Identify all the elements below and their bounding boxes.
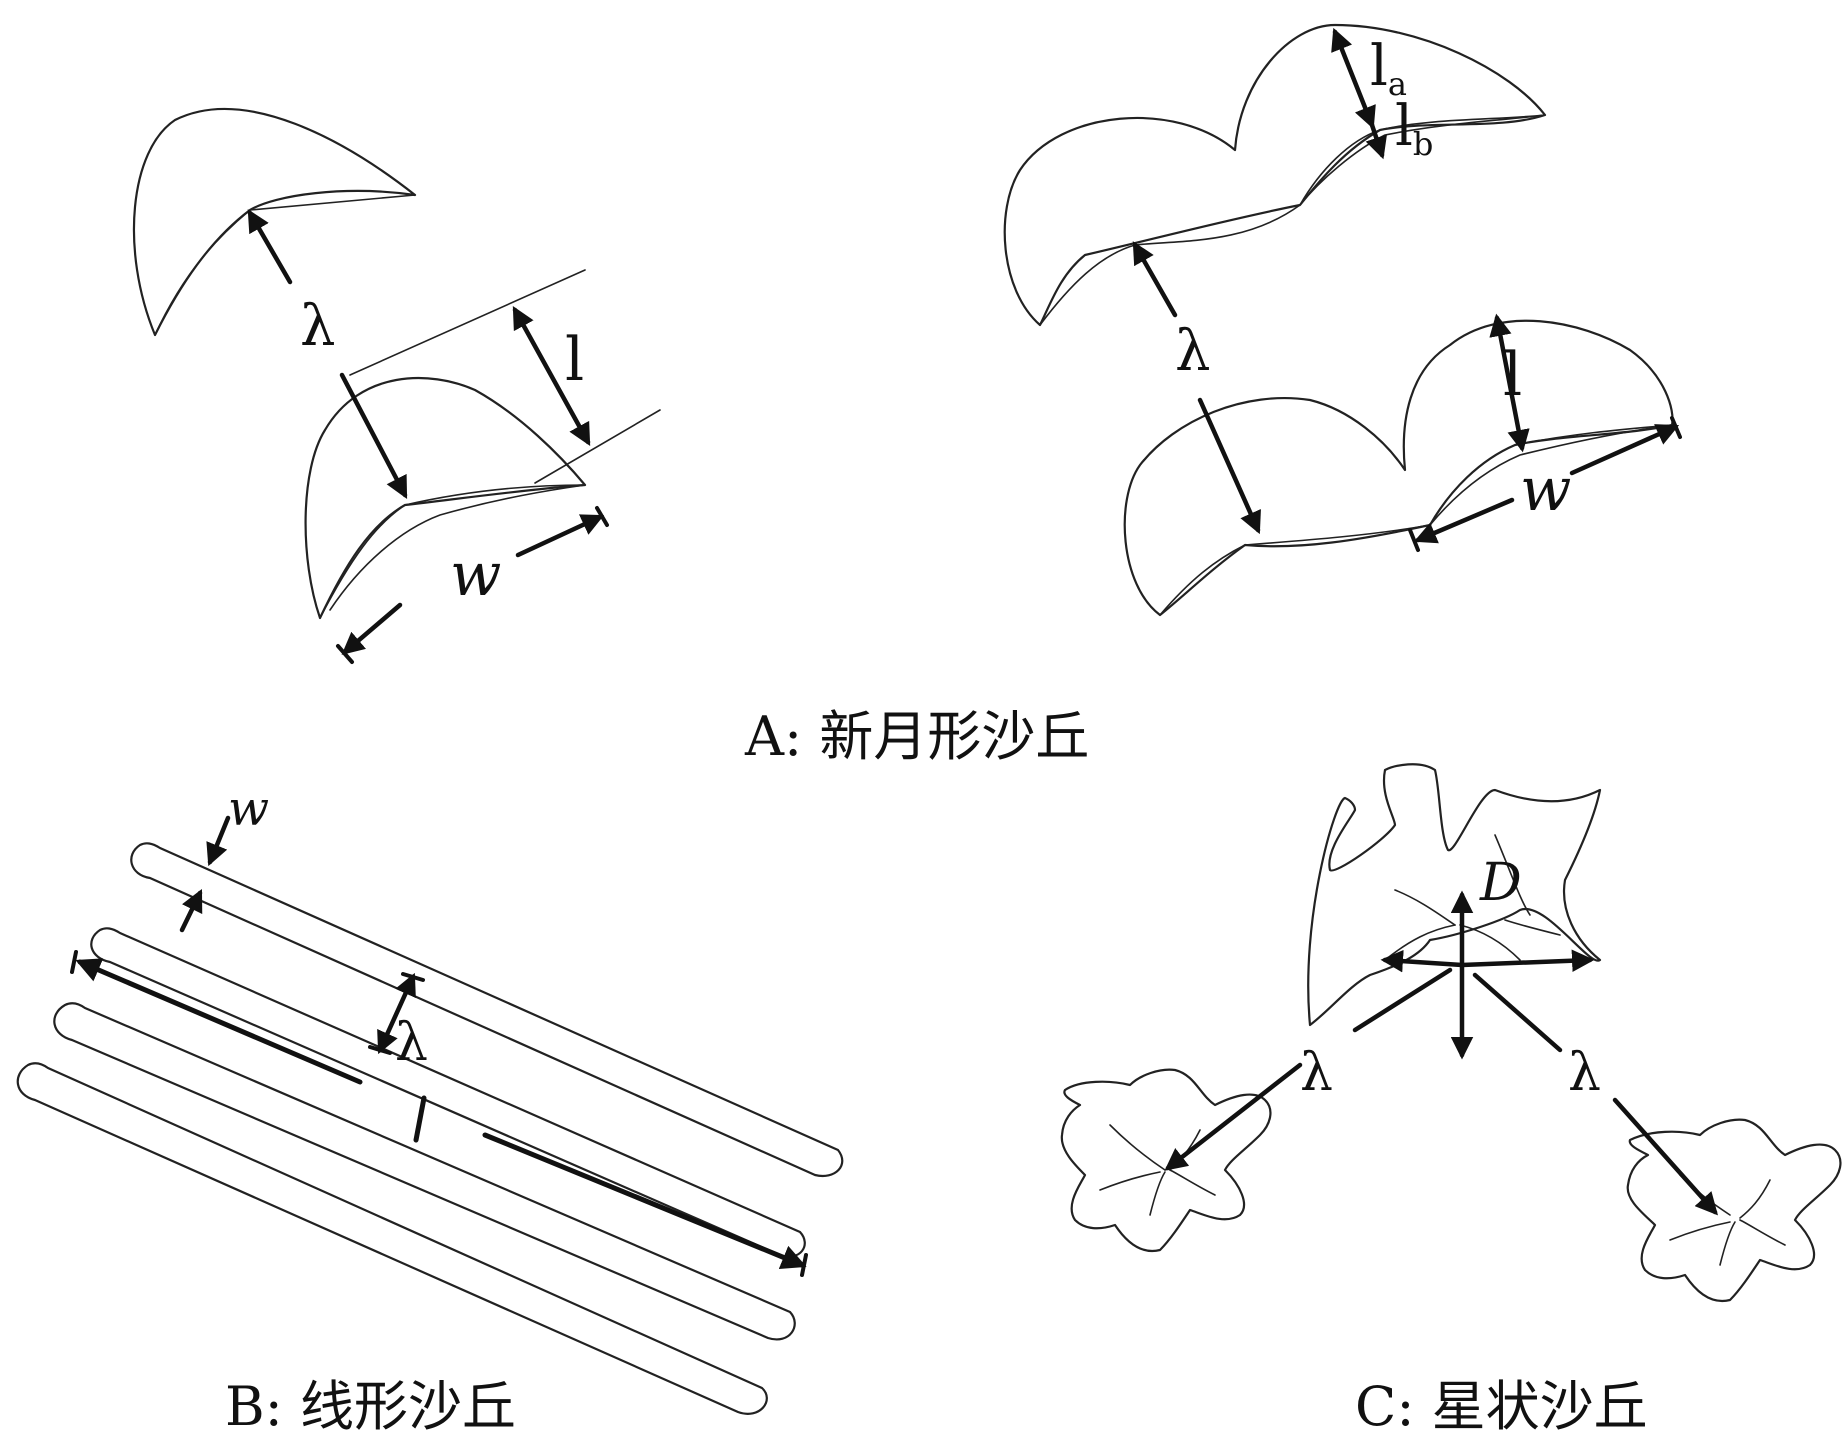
l-mark-b <box>413 1095 427 1143</box>
d-arrow-right <box>1459 949 1595 972</box>
w-label-a-left: w <box>450 540 501 610</box>
barchan-left-lower <box>304 376 587 620</box>
lambda-cap-b-bottom <box>368 1045 392 1055</box>
w-cap-a-right-2 <box>1670 416 1682 439</box>
w-cap-a-left-2 <box>595 506 609 527</box>
l-label-a-right: l <box>1503 340 1522 410</box>
star-dune-top <box>1307 763 1602 1027</box>
w-arrow-a-right-2 <box>1569 424 1680 476</box>
lambda-arrow-a-right-up <box>1132 241 1178 318</box>
barchan-left-upper <box>132 107 417 337</box>
caption-c: C: 星状沙丘 <box>1355 1375 1648 1438</box>
panel-c-star: D λ λ C: 星状沙丘 <box>1060 763 1842 1438</box>
d-arrow-left <box>1380 949 1465 973</box>
w-label-a-right: w <box>1520 455 1571 525</box>
lambda-arrow-b <box>377 972 416 1055</box>
w-arrow-a-left-1 <box>341 602 403 655</box>
guide-line-upper <box>349 269 586 376</box>
lambda-arrow-a-left-up <box>247 209 293 285</box>
barchan-chain-upper <box>1003 23 1547 327</box>
lambda-label-c-right: λ <box>1568 1043 1601 1103</box>
panel-b-linear: w λ B: 线形沙丘 <box>16 781 844 1438</box>
l-cap-b-right <box>800 1253 808 1277</box>
star-dune-left <box>1060 1068 1272 1253</box>
w-cap-a-right-1 <box>1408 528 1420 552</box>
l-bar-b-right <box>482 1132 807 1269</box>
lambda-arrow-c-left-1 <box>1352 967 1453 1033</box>
guide-line-lower <box>534 409 661 484</box>
lambda-label-c-left: λ <box>1300 1043 1333 1103</box>
caption-a: A: 新月形沙丘 <box>744 705 1089 768</box>
lambda-arrow-a-left-down <box>339 372 408 499</box>
w-arrow-b-bottom <box>179 888 203 933</box>
caption-b: B: 线形沙丘 <box>225 1375 516 1438</box>
lambda-arrow-a-right-down <box>1197 397 1261 535</box>
lambda-arrow-c-left-2 <box>1164 1062 1303 1171</box>
l-arrow-a-right <box>1489 313 1530 453</box>
linear-dune-4 <box>16 1062 768 1415</box>
w-arrow-a-right-1 <box>1413 497 1515 544</box>
l-arrow-a-left <box>512 306 591 446</box>
lambda-label-a-left: λ <box>300 294 336 359</box>
lb-label: lb <box>1395 94 1433 163</box>
lambda-cap-b-top <box>401 972 425 982</box>
w-arrow-a-left-2 <box>515 514 605 558</box>
lambda-label-a-right: λ <box>1175 319 1211 384</box>
w-cap-a-left-1 <box>336 644 354 664</box>
lambda-arrow-c-right-2 <box>1612 1097 1718 1216</box>
w-arrow-b-top <box>206 815 231 867</box>
la-label: la <box>1370 34 1407 103</box>
l-cap-b-left <box>70 950 78 974</box>
star-dune-right <box>1626 1118 1842 1303</box>
d-label: D <box>1479 853 1522 913</box>
lambda-label-b: λ <box>395 1013 428 1073</box>
lb-arrow <box>1365 122 1387 160</box>
w-label-b: w <box>228 781 269 837</box>
linear-dune-3 <box>53 1002 796 1341</box>
panel-a-barchan: λ l w la lb λ l <box>132 23 1682 768</box>
l-bar-b-left <box>75 958 363 1085</box>
linear-dune-1 <box>130 842 844 1178</box>
lambda-arrow-c-right-1 <box>1472 972 1563 1053</box>
l-label-a-left: l <box>565 325 584 395</box>
la-arrow <box>1331 27 1376 130</box>
